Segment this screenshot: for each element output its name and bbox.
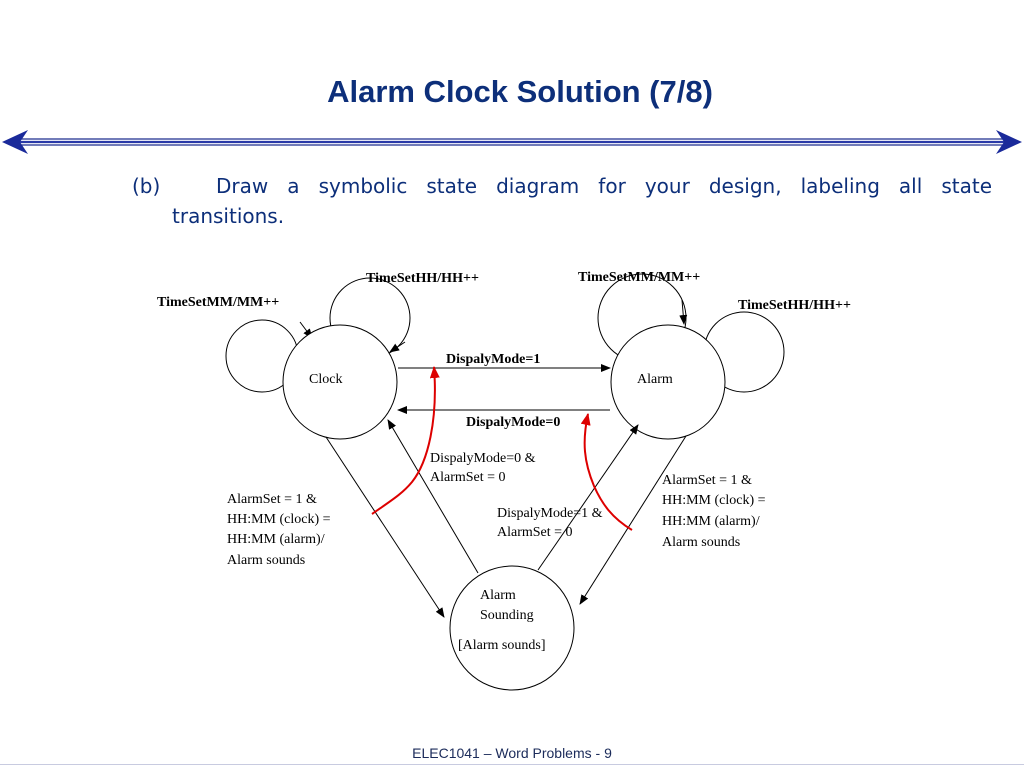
label-alarm-to-sounding-4: Alarm sounds (662, 535, 740, 550)
state-alarm-sounding (449, 565, 575, 691)
label-clock-self-hh: TimeSetHH/HH++ (366, 271, 479, 286)
state-alarm-label: Alarm (637, 372, 673, 387)
slide-footer: ELEC1041 – Word Problems - 9 (412, 745, 612, 761)
question-word: a (287, 174, 300, 198)
state-sounding-output: [Alarm sounds] (458, 638, 546, 653)
question-label: (b) (132, 174, 161, 198)
label-alarm-self-mm: TimeSetMM/MM++ (578, 270, 700, 285)
label-alarm-to-sounding-3: HH:MM (alarm)/ (662, 514, 760, 529)
label-clock-self-mm: TimeSetMM/MM++ (157, 295, 279, 310)
state-alarm (610, 324, 726, 440)
alarm-self-loop-mm-arrow (679, 299, 688, 325)
label-sounding-to-clock-1: DispalyMode=0 & (430, 451, 536, 466)
title-divider (2, 130, 1022, 154)
question-word: your (644, 174, 690, 198)
label-clock-to-sounding-2: HH:MM (clock) = (227, 512, 331, 527)
divider-left-arrowhead (2, 130, 28, 154)
question-word: diagram (496, 174, 580, 198)
question-word: for (598, 174, 626, 198)
arrow-alarm-to-sounding (579, 435, 687, 605)
red-pointer-clock-sounding-label (371, 366, 440, 515)
state-sounding-label-1: Alarm (480, 588, 516, 603)
question-word: symbolic (318, 174, 408, 198)
label-clock-to-sounding-4: Alarm sounds (227, 553, 305, 568)
label-alarm-to-sounding-2: HH:MM (clock) = (662, 493, 766, 508)
state-sounding-label-2: Sounding (480, 608, 534, 623)
question-word: state (426, 174, 478, 198)
state-clock-label: Clock (309, 372, 342, 387)
state-clock (282, 324, 398, 440)
question-word: Draw (216, 174, 269, 198)
red-pointer-sounding-alarm-label (580, 413, 633, 531)
question-word: state (941, 174, 992, 198)
label-clock-to-sounding-1: AlarmSet = 1 & (227, 492, 317, 507)
divider-right-arrowhead (996, 130, 1022, 154)
label-sounding-to-alarm-2: AlarmSet = 0 (497, 525, 573, 540)
label-sounding-to-clock-2: AlarmSet = 0 (430, 470, 506, 485)
label-sounding-to-alarm-1: DispalyMode=1 & (497, 506, 603, 521)
clock-self-loop-hh-arrow (389, 341, 406, 353)
question-line-2: transitions. (172, 204, 285, 228)
label-clock-to-alarm: DispalyMode=1 (446, 352, 540, 367)
label-alarm-to-sounding-1: AlarmSet = 1 & (662, 473, 752, 488)
arrow-sounding-to-clock (387, 419, 479, 574)
slide-title: Alarm Clock Solution (7/8) (327, 74, 713, 109)
label-clock-to-sounding-3: HH:MM (alarm)/ (227, 532, 325, 547)
footer-divider (0, 764, 1024, 765)
label-alarm-self-hh: TimeSetHH/HH++ (738, 298, 851, 313)
question-word: design, (708, 174, 782, 198)
label-alarm-to-clock: DispalyMode=0 (466, 415, 560, 430)
arrow-sounding-to-alarm (537, 424, 639, 571)
arrow-clock-to-sounding (325, 436, 445, 618)
question-word: labeling (800, 174, 880, 198)
question-word: all (898, 174, 923, 198)
